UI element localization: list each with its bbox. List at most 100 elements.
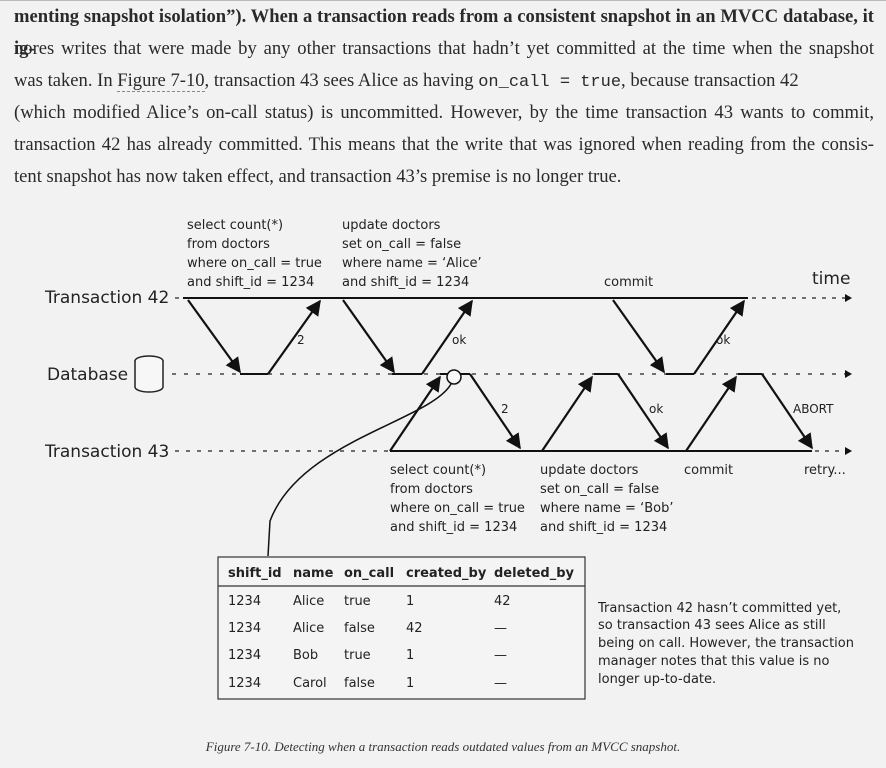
table-cell: 42 <box>494 594 511 609</box>
query-line: from doctors <box>187 237 270 252</box>
request-arrow <box>389 375 441 452</box>
query-line: from doctors <box>390 482 473 497</box>
response-arrow <box>421 299 473 375</box>
table-header-row: shift_id name on_call created_by deleted… <box>228 566 575 581</box>
query-line: where name = ‘Bob’ <box>540 501 673 516</box>
arrow-label-abort: ABORT <box>793 402 834 416</box>
database-icon <box>134 355 164 393</box>
request-arrow <box>685 375 737 452</box>
response-arrow <box>693 299 745 375</box>
query-line: where on_call = true <box>187 256 322 271</box>
text-span: , because transaction 42 <box>621 70 799 91</box>
paragraph-line: nores writes that were made by any other… <box>14 38 874 59</box>
query-line: set on_call = false <box>342 237 461 252</box>
table-cell: false <box>344 621 375 636</box>
paragraph-line: tent snapshot has now taken effect, and … <box>14 166 622 187</box>
arrow-label-2: 2 <box>297 333 305 347</box>
table-header-cell: name <box>293 566 334 581</box>
figure-caption: Figure 7-10. Detecting when a transactio… <box>205 739 681 754</box>
note-line: Transaction 42 hasn’t committed yet, <box>597 601 841 616</box>
table-cell: 1234 <box>228 621 261 636</box>
query-line: and shift_id = 1234 <box>390 520 517 535</box>
note-line: so transaction 43 sees Alice as still <box>598 618 826 633</box>
figure-link[interactable]: Figure 7-10 <box>117 70 205 92</box>
t42-commit-label: commit <box>604 275 653 290</box>
paragraph-line: menting snapshot isolation”). When a tra… <box>14 1 874 59</box>
query-line: update doctors <box>342 218 441 233</box>
table-row: 1234 Alice false 42 — <box>228 621 507 636</box>
table-cell: Bob <box>293 648 318 663</box>
t43-update-query: update doctors set on_call = false where… <box>540 463 673 535</box>
lane-label-transaction-42: Transaction 42 <box>44 288 169 308</box>
arrow-label-ok: ok <box>452 333 466 347</box>
table-cell: false <box>344 676 375 691</box>
callout-connector <box>267 383 452 557</box>
text-span: was taken. In <box>14 70 118 91</box>
body-paragraph: menting snapshot isolation”). When a tra… <box>14 1 874 193</box>
paragraph-line: was taken. In Figure 7-10, transaction 4… <box>14 65 874 97</box>
table-cell: Alice <box>293 621 324 636</box>
table-cell: 1234 <box>228 648 261 663</box>
table-cell: 1234 <box>228 594 261 609</box>
paragraph-line: transaction 42 has already committed. Th… <box>14 134 874 155</box>
t42-update-query: update doctors set on_call = false where… <box>342 218 482 290</box>
response-arrow <box>469 373 521 450</box>
response-arrow <box>267 299 321 375</box>
table-cell: true <box>344 648 371 663</box>
query-line: and shift_id = 1234 <box>187 275 314 290</box>
paragraph-line: (which modified Alice’s on-call status) … <box>14 102 874 123</box>
timeline-transaction-43 <box>175 447 852 455</box>
table-header-cell: deleted_by <box>494 566 575 581</box>
query-line: where on_call = true <box>390 501 525 516</box>
table-cell: — <box>494 648 507 663</box>
query-line: set on_call = false <box>540 482 659 497</box>
table-cell: 1 <box>406 676 414 691</box>
table-row: 1234 Bob true 1 — <box>228 648 507 663</box>
arrow-label-2: 2 <box>501 402 509 416</box>
table-border <box>217 556 586 700</box>
paragraph-line-1: menting snapshot isolation”). When a tra… <box>14 6 874 59</box>
lane-label-database: Database <box>47 365 128 385</box>
timeline-transaction-42 <box>175 294 852 302</box>
response-arrow <box>617 373 669 450</box>
text-span: , transaction 43 sees Alice as having <box>204 70 479 91</box>
table-row: 1234 Carol false 1 — <box>228 676 507 691</box>
arrow-label-ok: ok <box>716 333 730 347</box>
table-row: 1234 Alice true 1 42 <box>228 594 511 609</box>
table-cell: 42 <box>406 621 423 636</box>
table-cell: true <box>344 594 371 609</box>
side-note: Transaction 42 hasn’t committed yet, so … <box>597 601 854 687</box>
request-arrow <box>612 299 665 374</box>
request-arrow <box>541 375 593 452</box>
query-line: and shift_id = 1234 <box>540 520 667 535</box>
snapshot-marker-circle <box>446 369 462 385</box>
query-line: select count(*) <box>390 463 486 478</box>
t42-select-query: select count(*) from doctors where on_ca… <box>187 218 322 290</box>
timeline-database <box>172 370 852 378</box>
note-line: manager notes that this value is no <box>598 654 830 669</box>
query-line: update doctors <box>540 463 639 478</box>
note-line: being on call. However, the transaction <box>598 636 854 651</box>
table-cell: — <box>494 676 507 691</box>
request-arrow <box>187 299 241 374</box>
inline-code: on_call = true <box>478 73 622 92</box>
request-arrow <box>342 299 395 374</box>
table-cell: Alice <box>293 594 324 609</box>
table-cell: 1 <box>406 648 414 663</box>
mvcc-table: shift_id name on_call created_by deleted… <box>217 556 586 700</box>
table-cell: 1 <box>406 594 414 609</box>
arrow-label-ok: ok <box>649 402 663 416</box>
table-header-cell: on_call <box>344 566 394 581</box>
t43-retry-label: retry... <box>804 463 846 478</box>
time-label: time <box>812 269 850 289</box>
table-header-cell: shift_id <box>228 566 282 581</box>
note-line: longer up-to-date. <box>598 672 716 687</box>
t43-commit-label: commit <box>684 463 733 478</box>
abort-arrow <box>761 373 813 450</box>
table-cell: — <box>494 621 507 636</box>
table-cell: Carol <box>293 676 327 691</box>
t43-select-query: select count(*) from doctors where on_ca… <box>390 463 525 535</box>
query-line: select count(*) <box>187 218 283 233</box>
